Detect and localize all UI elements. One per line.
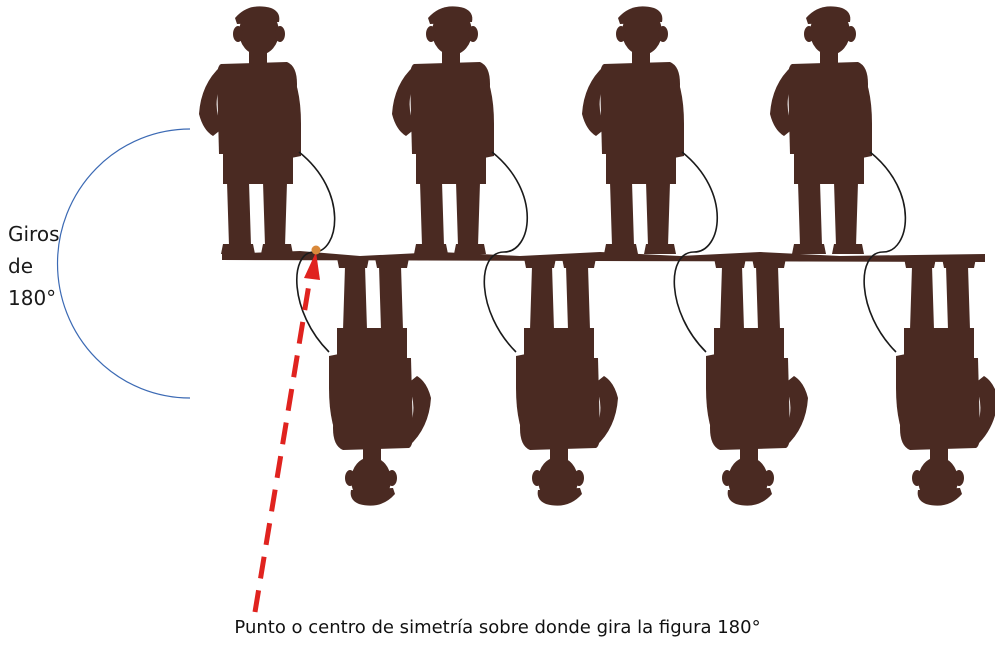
rotation-label-line3: 180° — [8, 286, 57, 310]
arrow-head — [304, 252, 320, 280]
rotation-label-line2: de — [8, 254, 33, 278]
caption: Punto o centro de simetría sobre donde g… — [234, 617, 761, 638]
upright-figure-3 — [582, 6, 684, 254]
ground-line — [222, 251, 985, 262]
inverted-figure-3 — [706, 258, 808, 506]
stream-4 — [863, 151, 907, 353]
upright-figure-2 — [392, 6, 494, 254]
rotation-label: Giros de 180° — [8, 218, 78, 314]
upright-figures — [199, 6, 872, 254]
stream-3 — [673, 151, 718, 353]
inverted-figures — [329, 258, 995, 506]
ground-strip — [222, 251, 985, 262]
stream-2 — [483, 151, 528, 353]
inverted-figure-4 — [896, 258, 995, 506]
upright-figure-1 — [199, 6, 301, 254]
pointer-arrow — [252, 271, 314, 613]
upright-figure-4 — [770, 6, 872, 254]
rotation-arc — [56, 128, 191, 399]
inverted-figure-1 — [329, 258, 431, 506]
inverted-figure-2 — [516, 258, 618, 506]
symmetry-center-point — [311, 245, 321, 255]
rotation-label-line1: Giros — [8, 222, 60, 246]
